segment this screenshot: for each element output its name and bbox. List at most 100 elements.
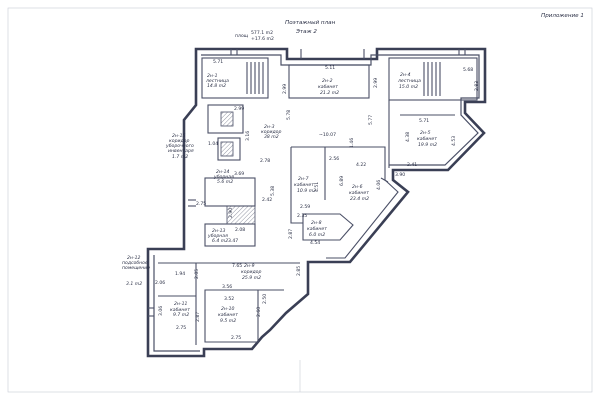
room-2n-15-area: 1.7 m2 [172,154,188,160]
room-2n-9-type: коридор [241,270,261,275]
room-2n-12-name: 2н-12 [127,255,141,261]
room-2n-11-type: кабинет [170,307,190,313]
room-2n-9-area: 25.9 m2 [242,275,261,281]
room-2n-2-area: 21.2 m2 [320,90,339,96]
room-2n-13-type: уборная [207,233,228,239]
dim-label: 5.11 [325,65,335,71]
dim-label: 1.46 [349,138,355,148]
dim-label: 2.87 [288,229,294,239]
room-2n-1-name: 2н-1 [207,73,218,79]
dim-label: 3.90 [395,172,405,178]
room-2n-10-name: 2н-10 [221,306,235,312]
dim-label: 2.41 [407,162,417,168]
dim-label: 2.35 [297,213,307,219]
room-2n-7-name: 2н-7 [298,176,309,182]
dim-label: 4.06 [376,180,382,190]
inner-walls [158,57,478,345]
room-2n-14-area: 5.6 m2 [217,179,233,185]
appendix-label: Приложение 1 [541,13,584,19]
dim-label: 5.71 [213,59,223,65]
dim-label: 2.99 [373,78,379,88]
room-2n-11-name: 2н-11 [174,301,188,307]
room-2n-4-type: лестница [397,79,421,84]
floor-label: Этаж 2 [295,29,317,35]
dim-label: 7.65 [232,263,242,269]
area-total-1: 577.1 m2 [251,30,273,36]
dim-label: 5.68 [463,67,473,73]
area-prefix: площ [235,34,249,39]
dim-label: 4.22 [356,162,366,168]
room-2n-3-area: 38 m2 [264,134,279,140]
dim-label: 6.89 [339,176,345,186]
room-2n-12-area: 3.1 m2 [126,281,142,287]
room-2n-4-name: 2н-4 [400,72,411,78]
room-2n-15-type1: коридор [169,139,189,144]
room-2n-5-type: кабинет [417,136,437,142]
dim-label: 2.99 [234,106,244,112]
wc-hatch [226,205,256,225]
room-2n-10-area: 9.5 m2 [220,318,236,324]
dim-label: 5.71 [419,118,429,124]
room-2n-15-type3: инвентаря [168,149,194,154]
dim-label: 2.83 [474,81,480,91]
room-2n-6-area: 23.4 m2 [350,196,369,202]
room-2n-15-name: 2н-15 [172,133,186,139]
dim-label: 2.78 [260,158,270,164]
dim-label: 4.53 [451,136,457,146]
room-2n-3-name: 2н-3 [264,124,275,130]
shaft-block-upper [207,104,244,134]
room-2n-3-type: коридор [261,130,281,135]
dim-label: 3.47 [228,238,238,244]
dim-label: ~10.07 [319,132,336,138]
room-2n-1-type: лестница [205,79,229,84]
room-2n-12-type1: подсобное [122,260,148,266]
room-2n-8-type: кабинет [307,226,327,232]
stair-steps-left [246,62,264,94]
room-2n-4-outline [388,57,478,101]
dim-label: 2.59 [300,204,310,210]
dim-label: 2.05 [194,269,200,279]
room-2n-1-area: 14.8 m2 [207,83,226,89]
room-2n-5-area: 19.9 m2 [418,142,437,148]
dim-label: 2.85 [296,266,302,276]
dim-label: 5.38 [270,186,276,196]
dim-label: 4.38 [405,132,411,142]
room-2n-14-name: 2н-14 [216,169,230,175]
outer-walls [146,47,487,358]
room-2n-13-area: 6.4 m2 [212,238,228,244]
room-2n-2-name: 2н-2 [322,78,333,84]
dim-label: 3.52 [224,296,234,302]
room-2n-11-area: 9.7 m2 [173,312,189,318]
dim-label: 2.90 [228,208,234,218]
dim-label: 2.56 [329,156,339,162]
dim-label: 1.94 [175,271,185,277]
dim-label: 2.50 [262,294,268,304]
plan-title: Поэтажный план [285,20,336,26]
room-2n-15-type2: уборочного [165,143,194,149]
opening-marks [148,49,466,317]
dimension-labels: 5.71 5.11 5.68 5.71 2.99 2.99 2.83 2.99 … [155,59,480,341]
dim-label: 3.06 [158,306,164,316]
dim-label: 2.42 [262,197,272,203]
room-2n-7-area: 10.9 m2 [297,188,316,194]
room-2n-12-type2: помещение [122,266,150,271]
room-2n-9-name: 2н-9 [244,263,255,269]
room-2n-4-area: 15.0 m2 [399,84,418,90]
shaft-block-lower [217,137,241,161]
room-2n-1-outline [201,57,269,99]
dim-label: 5.78 [286,110,292,120]
room-2n-8-name: 2н-8 [311,220,322,226]
room-2n-2-type: кабинет [318,84,338,90]
shaft-hatch-2 [220,141,234,157]
shaft-hatch-1 [220,111,234,127]
room-2n-10-type: кабинет [218,312,238,318]
room-2n-14-type: уборная [213,174,234,180]
dim-label: 2.75 [196,201,206,207]
room-2n-6-type: кабинет [349,190,369,196]
room-2n-8-area: 6.0 m2 [309,232,325,238]
dim-label: 2.87 [195,312,201,322]
dim-label: 3.16 [245,131,251,141]
dim-label: 1.04 [208,141,218,147]
dim-label: 2.06 [155,280,165,286]
